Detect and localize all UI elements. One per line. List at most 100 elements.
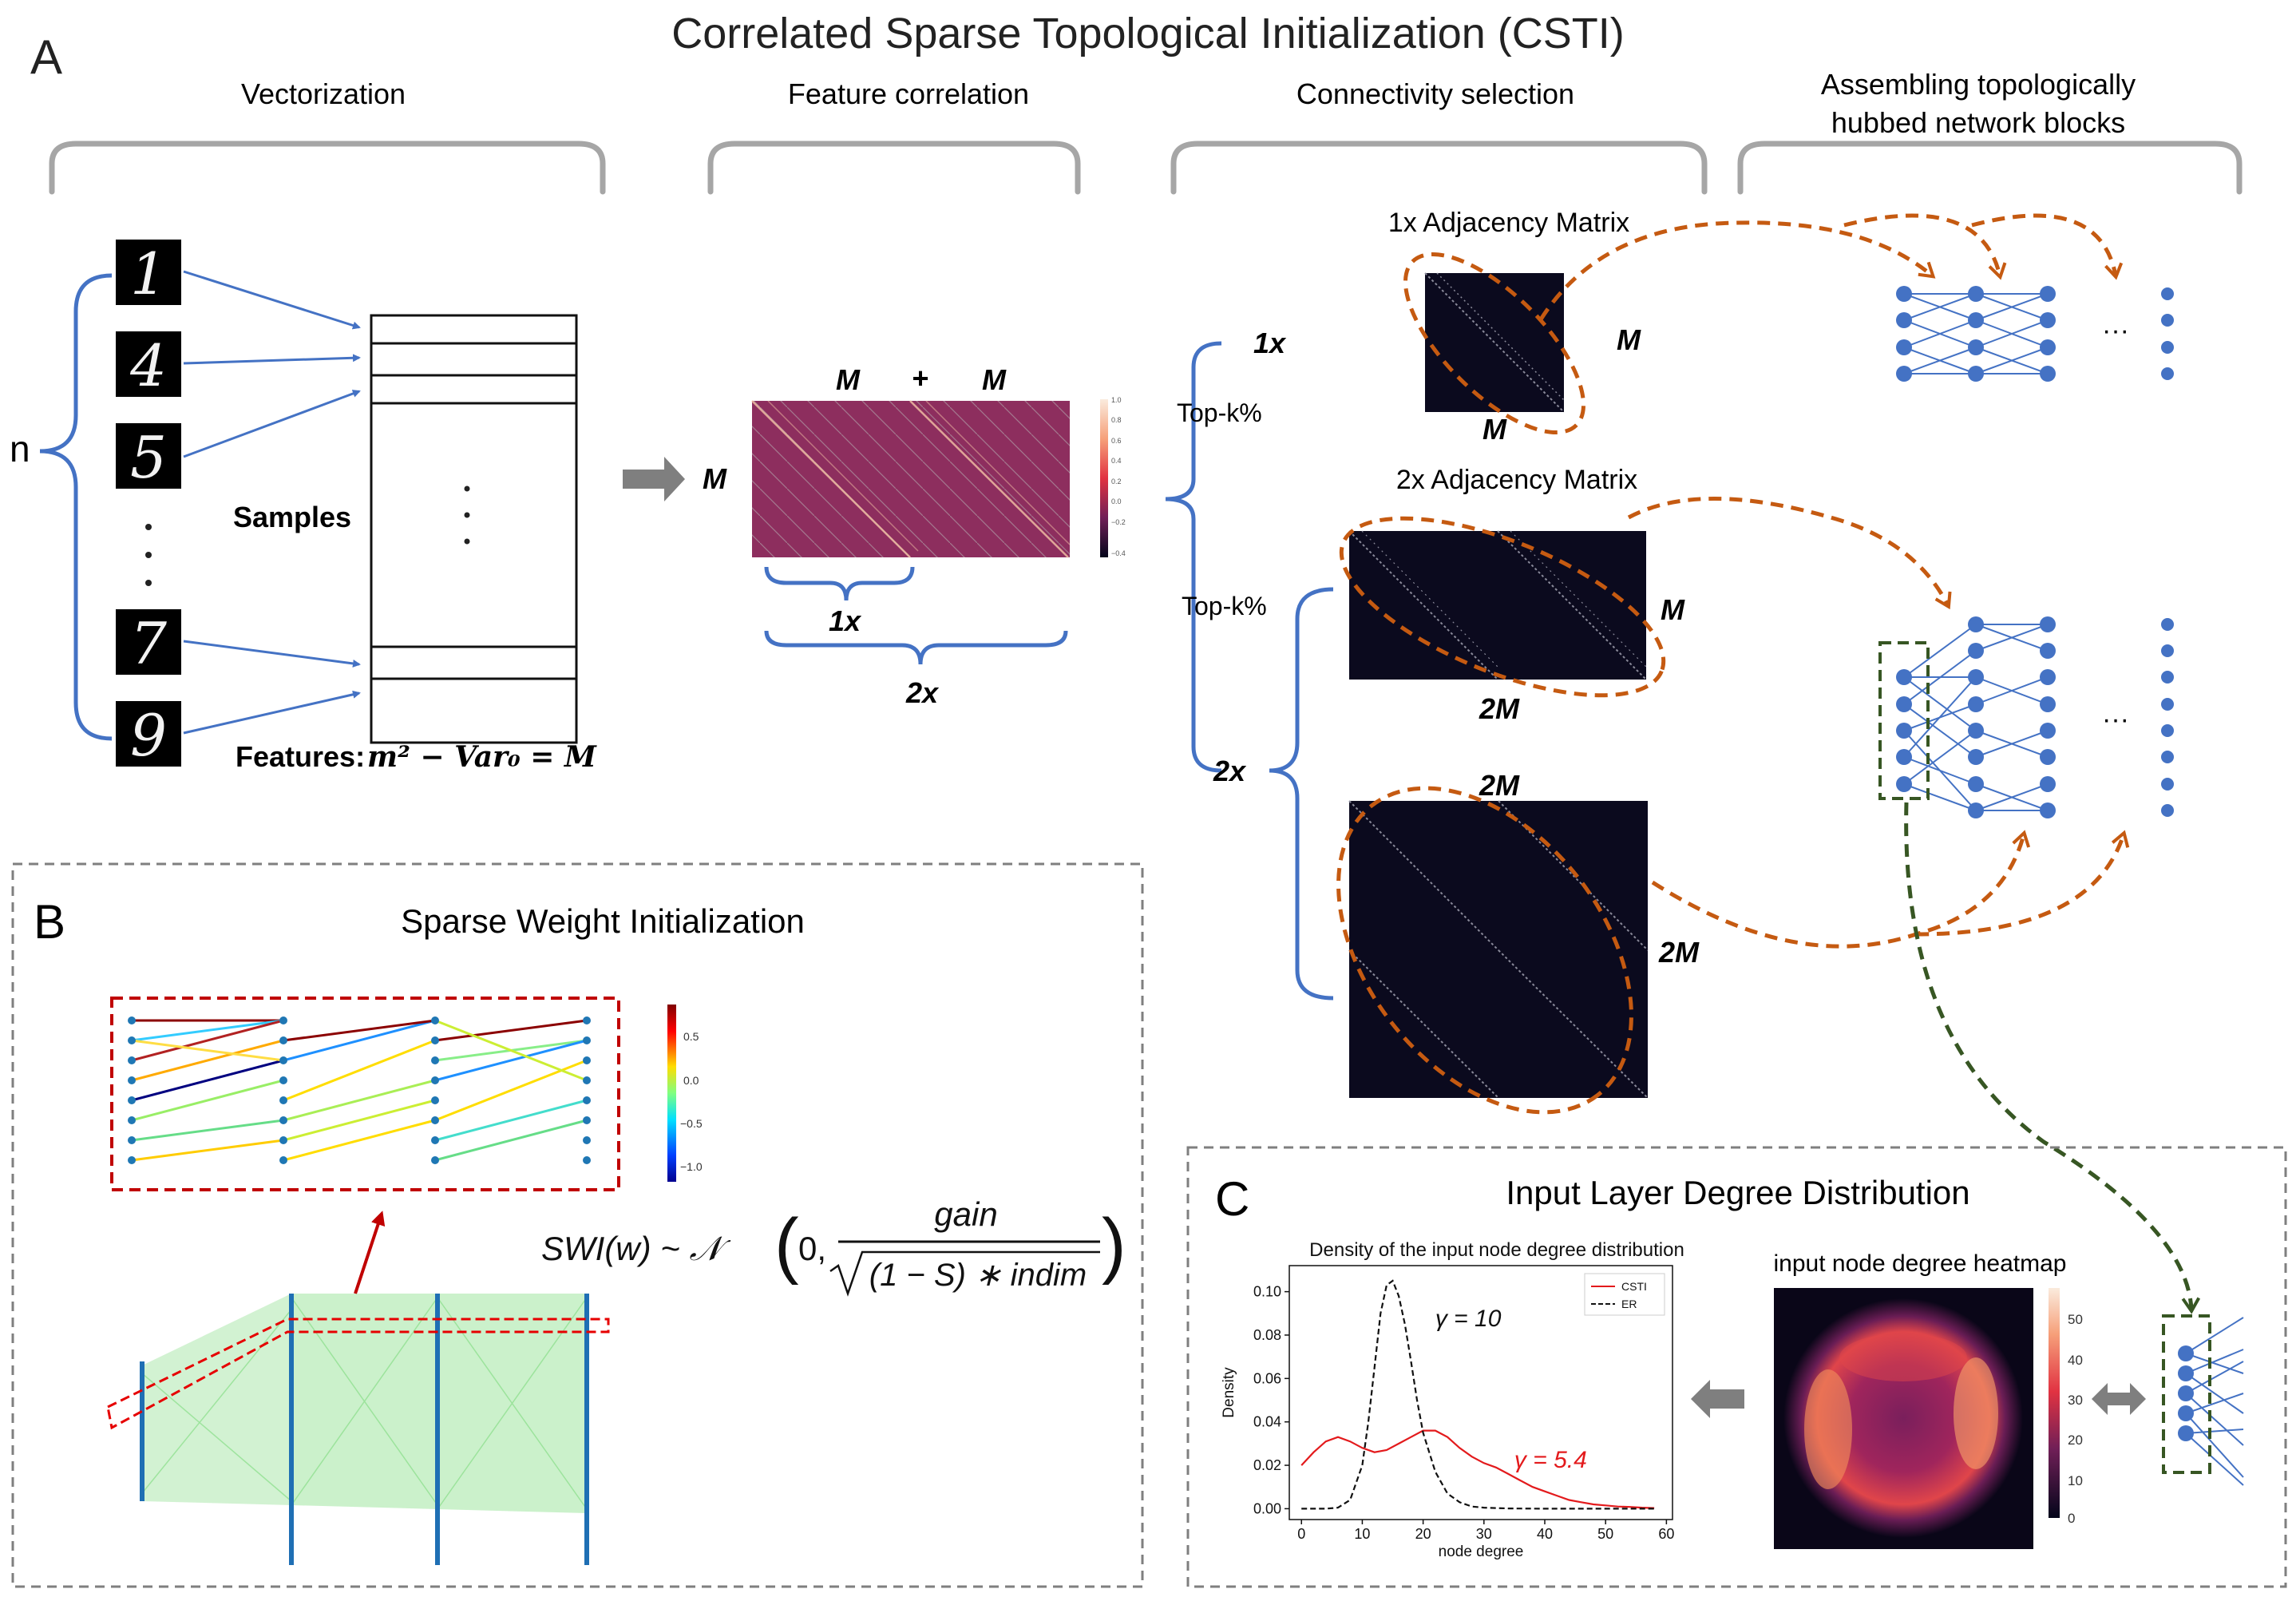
y-axis-label: Density xyxy=(1221,1367,1237,1418)
adj1-right-m: M xyxy=(1617,323,1641,356)
panel-b-frame xyxy=(11,862,1144,1588)
x-tick-label: 0 xyxy=(1297,1526,1305,1542)
chart-title: Density of the input node degree distrib… xyxy=(1309,1239,1684,1261)
svg-text:0: 0 xyxy=(2068,1511,2075,1526)
svg-text:0.2: 0.2 xyxy=(1111,478,1122,485)
network-block-1 xyxy=(1896,286,2174,382)
degree-heatmap xyxy=(1774,1288,2033,1549)
heatmap-colorbar xyxy=(2049,1288,2060,1518)
network-2-ellipsis: ··· xyxy=(2102,704,2129,735)
legend-box xyxy=(1584,1273,1665,1316)
input-layer-mini xyxy=(2162,1314,2244,1486)
panel-c-label: C xyxy=(1215,1172,1249,1226)
adj3-right-2m: 2M xyxy=(1658,936,1700,969)
digit-5-image: 5 xyxy=(116,423,181,491)
brace-1x xyxy=(764,566,915,601)
svg-text:9: 9 xyxy=(130,702,167,769)
corr-plus: + xyxy=(912,362,928,394)
y-tick-label: 0.06 xyxy=(1253,1370,1281,1386)
features-formula: m² − Var₀ = M xyxy=(367,740,597,774)
panel-c-frame xyxy=(1186,1146,2287,1588)
svg-text:10: 10 xyxy=(2068,1473,2083,1488)
panel-c-title: Input Layer Degree Distribution xyxy=(1506,1174,1969,1211)
x-tick-label: 30 xyxy=(1476,1526,1492,1542)
chart-axes-frame xyxy=(1289,1265,1673,1520)
stage-brackets xyxy=(49,141,2243,195)
svg-text:5: 5 xyxy=(130,424,167,491)
sparse-weight-graph xyxy=(110,997,620,1191)
svg-text:1: 1 xyxy=(130,240,167,307)
digit-4-image: 4 xyxy=(116,331,181,399)
zoom-red-arrow xyxy=(354,1211,386,1294)
adj1-bottom-m: M xyxy=(1483,413,1507,446)
corr-top-m1: M xyxy=(836,363,861,396)
legend-label-er: ER xyxy=(1621,1298,1637,1310)
svg-text:): ) xyxy=(1102,1204,1126,1286)
topk-label-2: Top-k% xyxy=(1182,592,1267,620)
topk-label-1: Top-k% xyxy=(1177,398,1262,427)
digit-1-image: 1 xyxy=(116,240,181,307)
adjacency-matrix-1x xyxy=(1424,272,1565,413)
annotation-csti: γ = 5.4 xyxy=(1514,1447,1587,1473)
grey-arrow-left xyxy=(1691,1380,1744,1418)
panel-b-label: B xyxy=(34,895,65,949)
stage-connectivity-selection: Connectivity selection xyxy=(1296,77,1574,110)
svg-text:20: 20 xyxy=(2068,1433,2083,1448)
grey-double-arrow xyxy=(2092,1383,2146,1415)
svg-text:0.8: 0.8 xyxy=(1111,416,1122,424)
svg-text:0.4: 0.4 xyxy=(1111,457,1122,465)
formula-denominator: (1 − S) ∗ indim xyxy=(869,1258,1087,1293)
svg-text:(: ( xyxy=(774,1204,799,1286)
formula-left: SWI(w) ~ 𝒩 xyxy=(541,1230,730,1267)
brace-2x-label: 2x xyxy=(905,676,940,709)
selection-ellipses xyxy=(1336,252,1666,1115)
grey-arrow-right xyxy=(623,457,685,501)
select-2x-label: 2x xyxy=(1213,755,1247,787)
svg-text:1.0: 1.0 xyxy=(1111,396,1122,404)
n-label: n xyxy=(10,428,30,470)
swi-formula: SWI(w) ~ 𝒩 ( 0, gain (1 − S) ∗ indim ) xyxy=(541,1195,1126,1297)
svg-text:0.0: 0.0 xyxy=(1111,497,1122,505)
stage-assembling-line2: hubbed network blocks xyxy=(1831,106,2125,139)
x-tick-label: 60 xyxy=(1658,1526,1674,1542)
x-tick-label: 50 xyxy=(1597,1526,1613,1542)
svg-text:4: 4 xyxy=(129,332,167,399)
adjacency-matrix-4x xyxy=(1348,800,1649,1099)
y-tick-label: 0.02 xyxy=(1253,1457,1281,1473)
matrix-ellipsis xyxy=(464,485,470,545)
adj2-bottom-2m: 2M xyxy=(1479,692,1520,725)
dense-network-sketch xyxy=(106,1294,610,1565)
brace-2x xyxy=(764,630,1068,665)
correlation-heatmap xyxy=(751,400,1071,558)
svg-text:50: 50 xyxy=(2068,1312,2083,1327)
svg-text:40: 40 xyxy=(2068,1353,2083,1368)
legend-label-csti: CSTI xyxy=(1621,1280,1647,1293)
formula-numerator: gain xyxy=(934,1195,997,1233)
digit-7-image: 7 xyxy=(116,609,181,677)
orange-arrows xyxy=(1538,213,2130,949)
svg-text:0.0: 0.0 xyxy=(683,1074,699,1087)
digit-thumbnails: 1 4 5 7 9 xyxy=(116,240,181,769)
n-brace xyxy=(39,273,113,741)
heatmap-colorbar-ticks: 50 40 30 20 10 0 xyxy=(2068,1312,2083,1526)
formula-zero: 0, xyxy=(798,1230,826,1267)
svg-text:0.5: 0.5 xyxy=(683,1030,699,1043)
features-label: Features: xyxy=(236,740,365,773)
weight-colorbar xyxy=(667,1005,676,1182)
sample-arrows xyxy=(183,270,361,735)
adj3-top-2m: 2M xyxy=(1479,769,1520,802)
y-tick-label: 0.04 xyxy=(1253,1414,1281,1430)
stage-vectorization: Vectorization xyxy=(241,77,406,110)
svg-text:0.6: 0.6 xyxy=(1111,437,1122,445)
x-tick-label: 40 xyxy=(1537,1526,1553,1542)
network-block-2 xyxy=(1878,616,2174,818)
x-tick-label: 10 xyxy=(1354,1526,1370,1542)
selection-brace-outer xyxy=(1165,341,1222,773)
adjacency-matrix-2x xyxy=(1348,530,1647,680)
series-line-csti xyxy=(1300,1429,1655,1509)
samples-matrix xyxy=(370,314,578,744)
adj2-right-m: M xyxy=(1661,593,1685,626)
figure-title: Correlated Sparse Topological Initializa… xyxy=(671,10,1625,57)
select-1x-label: 1x xyxy=(1253,327,1287,359)
